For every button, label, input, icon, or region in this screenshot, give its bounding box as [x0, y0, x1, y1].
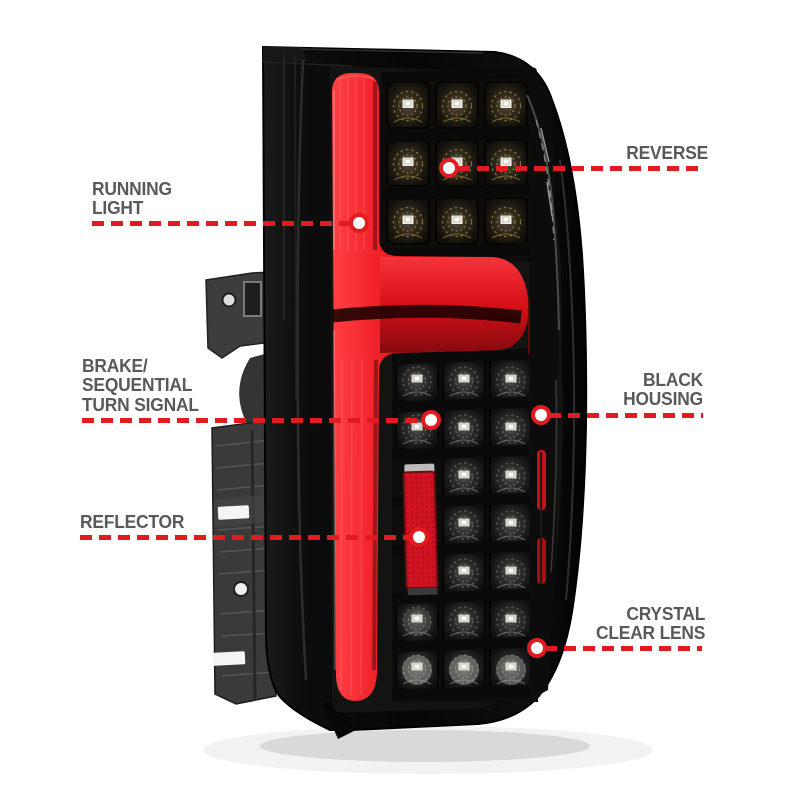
callout-leader-line [92, 220, 351, 226]
callout-leader-line [549, 412, 703, 418]
callout-label-line: REVERSE [626, 142, 708, 163]
callout-label-line: TURN SIGNAL [82, 393, 199, 415]
callout-label-reflector: REFLECTOR [80, 511, 185, 532]
callout-marker [438, 157, 459, 178]
lens-right-rib [526, 80, 576, 700]
callout-label-line: REFLECTOR [80, 511, 185, 532]
callout-marker [526, 637, 547, 658]
callout-leader-line [80, 534, 411, 540]
callout-marker [420, 409, 441, 430]
callout-label-brake-sequential-turn-signal: BRAKE/ SEQUENTIAL TURN SIGNAL [82, 356, 199, 414]
callout-label-black-housing: BLACK HOUSING [623, 370, 703, 409]
callout-leader-line [545, 645, 702, 651]
callout-marker [348, 212, 369, 233]
callout-label-line: RUNNING [92, 178, 172, 199]
callout-marker [530, 404, 551, 425]
brake-led-grid [392, 348, 539, 702]
callout-label-reverse: REVERSE [626, 142, 708, 163]
callout-label-crystal-clear-lens: CRYSTAL CLEAR LENS [596, 604, 705, 643]
callout-label-line: BRAKE/ [82, 355, 148, 376]
callout-label-line: HOUSING [623, 388, 703, 410]
callout-label-running-light: RUNNING LIGHT [92, 179, 172, 218]
callout-label-line: SEQUENTIAL [82, 374, 193, 396]
callout-leader-line [82, 417, 423, 423]
mounting-bracket [205, 271, 277, 705]
running-light-bar [331, 73, 529, 701]
floor-shadow [203, 726, 653, 774]
callout-marker [408, 526, 429, 547]
callout-label-line: CLEAR LENS [595, 622, 705, 644]
callout-label-line: BLACK [643, 369, 703, 390]
callout-label-line: CRYSTAL [626, 603, 705, 624]
callout-label-line: LIGHT [92, 197, 144, 219]
callout-leader-line [458, 165, 703, 171]
